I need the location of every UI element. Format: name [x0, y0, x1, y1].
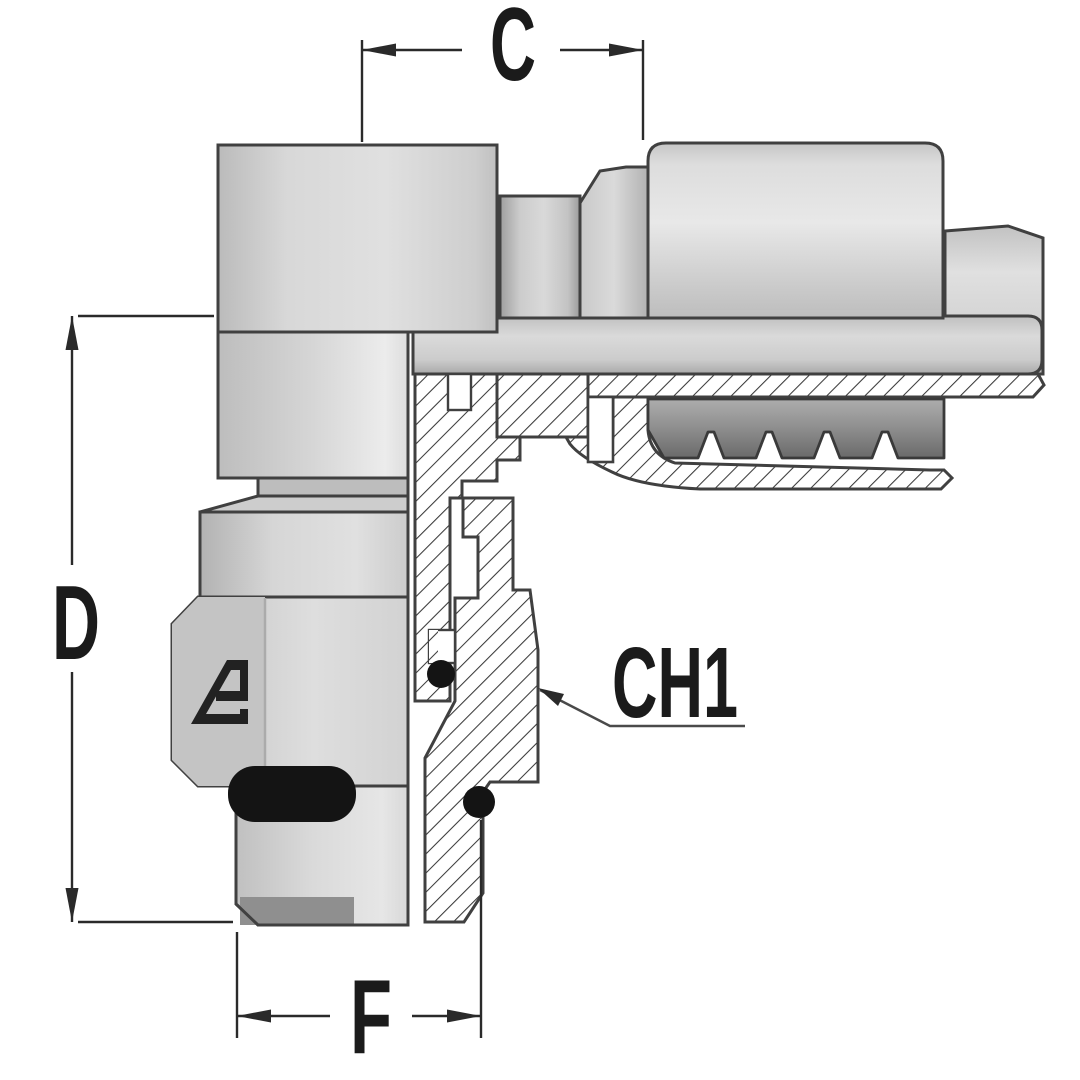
- dimension-arrows: [65, 43, 643, 1023]
- stud-core-section: [423, 496, 540, 924]
- manufacturer-logo-icon: [191, 660, 248, 724]
- elbow-body-top: [216, 143, 499, 334]
- socket-cone-shoulder: [578, 165, 650, 320]
- dim-label-d: D: [52, 564, 100, 682]
- ferrule-nut-slot: [586, 395, 615, 464]
- socket-shell: [646, 141, 945, 320]
- ferrule-collar-bar: [411, 314, 1044, 376]
- swivel-nut-outer: [498, 194, 582, 320]
- thread-stud-dark-band: [240, 897, 354, 925]
- hose-grip-teeth: [646, 397, 946, 460]
- cross-section-hatched: [413, 372, 1046, 924]
- dim-label-c: C: [490, 0, 536, 103]
- thread-stud-outline: [234, 784, 410, 927]
- nut-flange-section: [495, 372, 590, 439]
- cone-flare: [199, 494, 410, 514]
- ch1-leader-arrow: [538, 688, 564, 706]
- retainer-notch: [446, 372, 473, 412]
- oring-section-dot-lower: [463, 786, 495, 818]
- neck-step: [256, 476, 410, 498]
- oring-groove-pocket: [427, 628, 457, 665]
- fitting-solid-parts: [170, 141, 1045, 927]
- dim-label-f: F: [350, 958, 392, 1076]
- ferrule-lower-band-section: [563, 395, 955, 491]
- elbow-body-arm: [216, 330, 410, 480]
- collar-cylinder: [198, 510, 410, 599]
- oring-seal: [228, 766, 356, 822]
- callout-label-ch1: CH1: [612, 627, 738, 739]
- oring-section-dot-upper: [427, 660, 455, 688]
- ferrule-top-strip-section: [586, 372, 1046, 399]
